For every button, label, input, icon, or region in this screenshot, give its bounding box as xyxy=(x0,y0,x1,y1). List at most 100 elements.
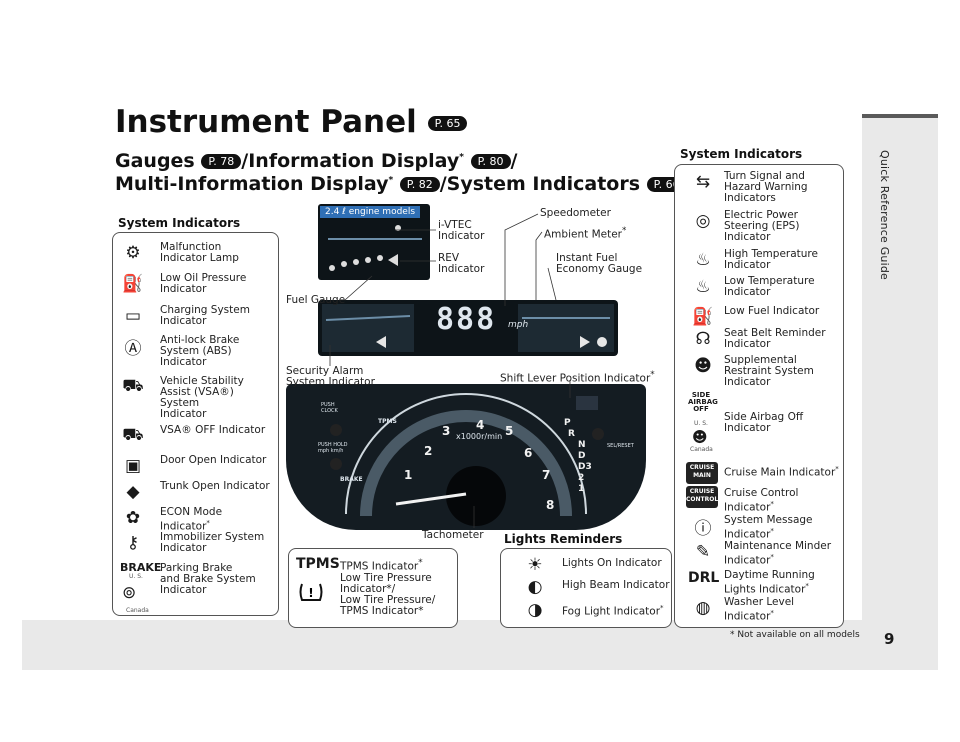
tach-number: 2 xyxy=(424,444,433,458)
left-indicator-label: Door Open Indicator xyxy=(160,454,267,466)
left-indicator-label: Charging System Indicator xyxy=(160,304,250,327)
drl-icon: DRL xyxy=(688,570,720,586)
shift-text: Shift Lever Position Indicator xyxy=(500,372,651,385)
ambient-text: Ambient Meter xyxy=(544,228,622,241)
left-indicator-label: Trunk Open Indicator xyxy=(160,480,270,492)
engine-icon: ⚙ xyxy=(125,243,141,263)
tachometer-callout: Tachometer xyxy=(422,529,484,541)
brake-text-icon: BRAKE xyxy=(120,561,162,574)
lights-box xyxy=(500,548,672,628)
push-hold-label: PUSH HOLD mph km/h xyxy=(318,442,348,454)
security-callout: Security Alarm System Indicator xyxy=(286,365,375,388)
right-indicator-label: Low Temperature Indicator xyxy=(724,275,815,298)
lights-on-icon: ☀ xyxy=(527,555,543,575)
light-indicator-label: Lights On Indicator xyxy=(562,557,662,569)
gauges-ref-link[interactable]: P. 78 xyxy=(201,154,242,169)
right-indicator-label: Low Fuel Indicator xyxy=(724,305,820,317)
push-clock-label: PUSH CLOCK xyxy=(321,402,338,414)
seat-belt-icon: ☊ xyxy=(695,329,711,349)
side-tab-label: Quick Reference Guide xyxy=(878,150,891,280)
right-indicator-label: Daytime Running Lights Indicator* xyxy=(724,569,815,596)
rev-callout: REV Indicator xyxy=(438,252,485,275)
left-indicator-label: Malfunction Indicator Lamp xyxy=(160,241,239,264)
gauges-text: Gauges xyxy=(115,150,195,172)
right-indicator-label: Supplemental Restraint System Indicator xyxy=(724,354,814,388)
slash: / xyxy=(510,150,518,172)
gear-label: D xyxy=(578,451,586,461)
econ-icon: ✿ xyxy=(125,508,141,528)
low-tire-label: Low Tire Pressure Indicator*/ Low Tire P… xyxy=(340,572,436,617)
side-airbag-off-icon: SIDE AIRBAG OFF xyxy=(688,391,718,413)
cluster-graphic xyxy=(330,393,604,526)
svg-text:!: ! xyxy=(308,586,313,600)
brake-cluster-label: BRAKE xyxy=(340,476,363,483)
tach-number: 6 xyxy=(524,446,533,460)
shift-callout: Shift Lever Position Indicator* xyxy=(500,370,655,385)
us-note: U. S. xyxy=(694,420,708,427)
left-indicator-label: Anti-lock Brake System (ABS) Indicator xyxy=(160,334,240,368)
wrench-icon: ✎ xyxy=(695,542,711,562)
tpms-cluster-label: TPMS xyxy=(378,418,397,425)
footnote: * Not available on all models xyxy=(730,630,860,640)
info-display-text: /Information Display xyxy=(241,150,460,172)
page-number: 9 xyxy=(884,630,895,648)
info-display-ref-link[interactable]: P. 80 xyxy=(470,154,511,169)
tach-number: 8 xyxy=(546,498,555,512)
instant-fuel-callout: Instant Fuel Economy Gauge xyxy=(556,252,643,275)
gear-label: P xyxy=(564,418,571,428)
mid-ref-link[interactable]: P. 82 xyxy=(399,177,440,192)
right-indicator-label: High Temperature Indicator xyxy=(724,248,818,271)
washer-icon: ◍ xyxy=(695,598,711,618)
tach-number: 5 xyxy=(505,424,514,438)
door-open-icon: ▣ xyxy=(124,456,142,476)
star: * xyxy=(388,175,394,186)
gear-label: 2 xyxy=(578,473,585,483)
vsa-off-icon: ⛟ xyxy=(122,425,144,445)
right-indicator-label: Cruise Main Indicator* xyxy=(724,465,839,479)
high-temp-icon: ♨ xyxy=(695,250,711,270)
right-indicator-label: Seat Belt Reminder Indicator xyxy=(724,327,826,350)
right-indicator-label: Electric Power Steering (EPS) Indicator xyxy=(724,209,800,243)
brake-canada-icon: ⊚ xyxy=(122,583,137,603)
left-indicator-label: ECON Mode Indicator* xyxy=(160,506,223,533)
low-temp-icon: ♨ xyxy=(695,277,711,297)
gear-label: 1 xyxy=(578,484,585,494)
page-ref-link[interactable]: P. 65 xyxy=(427,116,468,131)
key-icon: ⚷ xyxy=(126,533,140,553)
tpms-icon: TPMS xyxy=(296,556,340,572)
turn-signal-icon: ⇆ xyxy=(695,172,711,192)
tpms-label-text: TPMS Indicator xyxy=(340,560,419,573)
rpm-unit: x1000r/min xyxy=(456,432,503,441)
star: * xyxy=(459,152,464,163)
gear-label: N xyxy=(578,440,586,450)
vsa-icon: ⛟ xyxy=(122,376,144,396)
trunk-open-icon: ◆ xyxy=(126,482,140,502)
footer-band xyxy=(22,620,938,670)
info-icon: ⓘ xyxy=(694,518,712,539)
speedometer-callout: Speedometer xyxy=(540,207,611,219)
fog-light-icon: ◑ xyxy=(527,600,543,620)
page-title: Instrument Panel P. 65 xyxy=(115,104,468,140)
tach-number: 3 xyxy=(442,424,451,438)
upper-display-graphic xyxy=(322,304,614,352)
tpms-box xyxy=(288,548,458,628)
tpms-label: TPMS Indicator* xyxy=(340,558,423,573)
speed-readout: 888 xyxy=(436,302,497,337)
cruise-control-icon: CRUISE CONTROL xyxy=(686,486,718,508)
gear-label: D3 xyxy=(578,462,592,472)
eps-icon: ◎ xyxy=(695,211,711,231)
title-text: Instrument Panel xyxy=(115,104,417,140)
right-indicator-label: Washer Level Indicator* xyxy=(724,596,795,623)
gear-label: R xyxy=(568,429,575,439)
right-indicator-label: Cruise Control Indicator* xyxy=(724,487,799,514)
lights-section-title: Lights Reminders xyxy=(504,532,623,546)
right-indicator-label: Maintenance Minder Indicator* xyxy=(724,540,832,567)
right-section-title: System Indicators xyxy=(680,147,803,161)
sel-reset-label: SEL/RESET xyxy=(607,443,634,449)
engine-models-tag: 2.4 ℓ engine models xyxy=(320,206,421,218)
us-note: U. S. xyxy=(129,573,143,580)
cruise-main-icon: CRUISE MAIN xyxy=(686,462,718,484)
speed-unit: mph xyxy=(508,320,529,330)
left-indicator-label: Parking Brake and Brake System Indicator xyxy=(160,562,256,596)
